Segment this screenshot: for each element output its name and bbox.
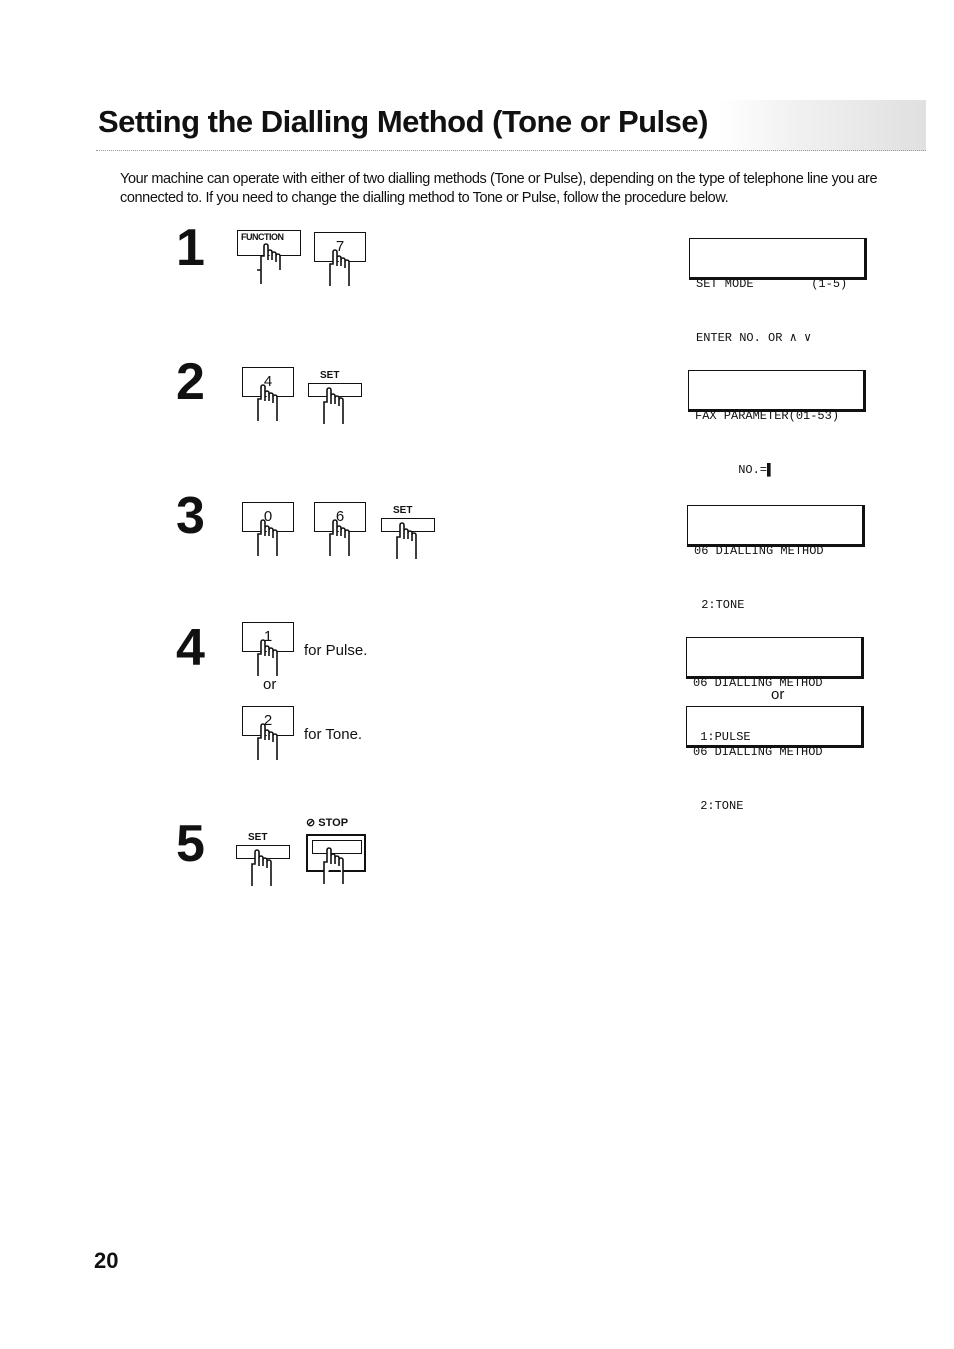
lcd-line-1: FAX PARAMETER(01-53) xyxy=(695,409,840,423)
step-number: 5 xyxy=(176,815,205,873)
or-separator: or xyxy=(263,676,277,693)
pointing-finger-icon xyxy=(257,723,278,760)
lcd-line-1: 06 DIALLING METHOD xyxy=(694,544,824,558)
lcd-line-2: NO.=▌ xyxy=(695,463,775,477)
set-key[interactable]: SET xyxy=(308,370,364,430)
step-number: 3 xyxy=(176,487,205,545)
lcd-display-tone: 06 DIALLING METHOD 2:TONE xyxy=(686,706,864,813)
lcd-line-1: SET MODE (1-5) xyxy=(696,277,848,291)
pointing-finger-icon xyxy=(251,849,272,886)
number-key-7[interactable]: 7 xyxy=(314,232,366,298)
set-key[interactable]: SET xyxy=(381,505,437,565)
lcd-display: 06 DIALLING METHOD 2:TONE xyxy=(687,505,865,612)
stop-key[interactable]: ⊘ STOP xyxy=(306,816,376,886)
pointing-finger-icon xyxy=(257,639,278,676)
lcd-line-2: ENTER NO. OR ∧ ∨ xyxy=(696,331,812,345)
pointing-finger-icon xyxy=(323,847,344,884)
number-key-2[interactable]: 2 xyxy=(242,706,294,772)
lcd-display: FAX PARAMETER(01-53) NO.=▌ xyxy=(688,370,866,477)
pulse-instruction: for Pulse. xyxy=(304,642,368,659)
pointing-finger-icon xyxy=(257,384,278,421)
pointing-finger-icon xyxy=(329,519,350,556)
number-key-4[interactable]: 4 xyxy=(242,367,294,433)
step-number: 1 xyxy=(176,219,205,277)
number-key-6[interactable]: 6 xyxy=(314,502,366,568)
lcd-line-2: 1:PULSE xyxy=(693,730,751,744)
function-key[interactable]: FUNCTION xyxy=(237,230,303,290)
lcd-line-2: 2:TONE xyxy=(693,799,744,813)
pointing-finger-icon xyxy=(396,522,417,559)
tone-instruction: for Tone. xyxy=(304,726,363,743)
step-number: 2 xyxy=(176,353,205,411)
lcd-display-pulse: 06 DIALLING METHOD 1:PULSE xyxy=(686,637,864,744)
step-number: 4 xyxy=(176,619,205,677)
function-key-label: FUNCTION xyxy=(241,232,284,242)
number-key-0[interactable]: 0 xyxy=(242,502,294,568)
pointing-finger-icon xyxy=(323,387,344,424)
intro-paragraph: Your machine can operate with either of … xyxy=(120,171,878,206)
set-key-label: SET xyxy=(320,370,340,381)
page-title: Setting the Dialling Method (Tone or Pul… xyxy=(98,104,708,139)
set-key-label: SET xyxy=(393,505,413,516)
lcd-line-1: 06 DIALLING METHOD xyxy=(693,745,823,759)
page-number: 20 xyxy=(94,1248,119,1273)
title-band xyxy=(96,100,926,151)
lcd-display: SET MODE (1-5) ENTER NO. OR ∧ ∨ xyxy=(689,238,867,345)
lcd-line-1: 06 DIALLING METHOD xyxy=(693,676,823,690)
stop-key-label: ⊘ STOP xyxy=(306,817,349,829)
or-separator: or xyxy=(771,686,785,703)
pointing-finger-icon xyxy=(257,519,278,556)
pointing-finger-icon xyxy=(329,249,350,286)
stop-icon: ⊘ xyxy=(306,817,316,829)
lcd-line-2: 2:TONE xyxy=(694,598,745,612)
pointing-finger-icon xyxy=(257,243,281,284)
number-key-1[interactable]: 1 xyxy=(242,622,294,688)
set-key-label: SET xyxy=(248,832,268,843)
set-key[interactable]: SET xyxy=(236,832,292,892)
